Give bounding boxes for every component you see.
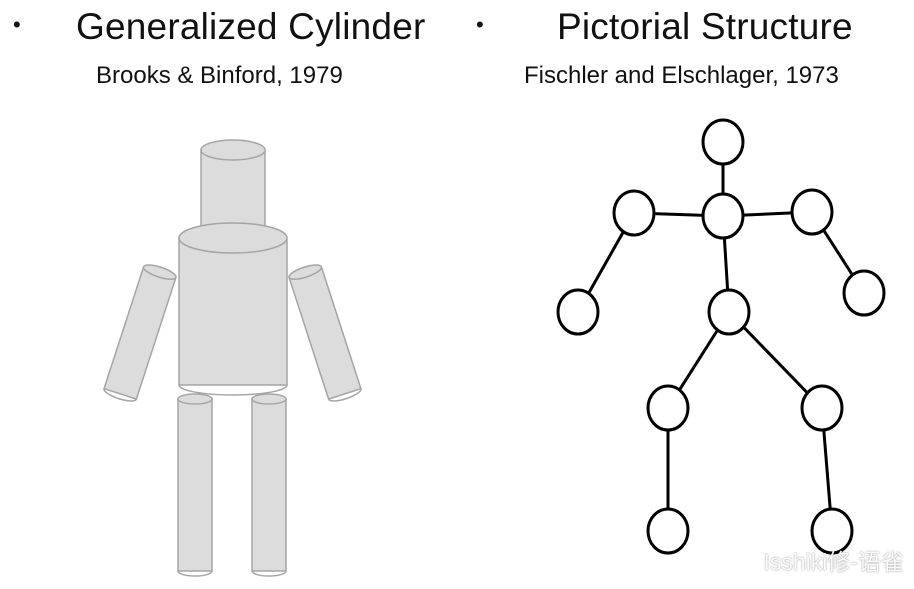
cylinder-right-arm-body	[288, 265, 362, 401]
node-right-knee	[800, 384, 844, 432]
cylinder-torso-bottom-arc	[178, 384, 288, 396]
node-left-hand	[556, 288, 600, 336]
cylinder-head-top	[200, 139, 266, 161]
cylinder-right-leg	[251, 393, 287, 577]
left-subtitle: Brooks & Binford, 1979	[96, 62, 343, 89]
node-right-foot	[810, 507, 854, 555]
left-bullet: •	[13, 12, 21, 37]
cylinder-left-arm	[103, 264, 177, 402]
node-neck	[701, 192, 745, 240]
cylinder-left-leg-top	[177, 393, 213, 405]
node-right-shoulder	[790, 188, 834, 236]
cylinder-torso	[178, 222, 288, 396]
right-bullet: •	[476, 12, 484, 37]
cylinder-left-arm-body	[103, 265, 177, 401]
cylinder-left-arm-bottom-arc	[103, 388, 138, 402]
cylinder-torso-body	[178, 237, 288, 386]
cylinder-left-leg-bottom-arc	[177, 570, 213, 577]
cylinder-left-leg	[177, 393, 213, 577]
cylinder-right-arm-bottom-arc	[327, 388, 362, 402]
node-right-hand	[842, 269, 886, 317]
node-head	[701, 118, 745, 166]
cylinder-right-arm	[288, 264, 362, 402]
cylinder-right-arm-top	[288, 264, 323, 280]
right-subtitle: Fischler and Elschlager, 1973	[524, 62, 839, 89]
right-title: Pictorial Structure	[557, 6, 853, 47]
cylinder-right-leg-top	[251, 393, 287, 405]
node-left-foot	[646, 507, 690, 555]
cylinder-torso-top	[178, 222, 288, 254]
cylinder-left-leg-body	[177, 398, 213, 572]
node-left-shoulder	[612, 189, 656, 237]
pictorial-structure-nodes	[556, 118, 886, 555]
pictorial-structure-figure	[556, 118, 886, 555]
left-title: Generalized Cylinder	[76, 6, 426, 47]
cylinder-left-arm-top	[142, 264, 177, 280]
node-left-knee	[646, 384, 690, 432]
generalized-cylinder-figure	[103, 139, 362, 577]
cylinder-right-leg-body	[251, 398, 287, 572]
node-pelvis	[707, 288, 751, 336]
cylinder-right-leg-bottom-arc	[251, 570, 287, 577]
watermark-text: Isshiki修-语雀	[763, 549, 904, 575]
